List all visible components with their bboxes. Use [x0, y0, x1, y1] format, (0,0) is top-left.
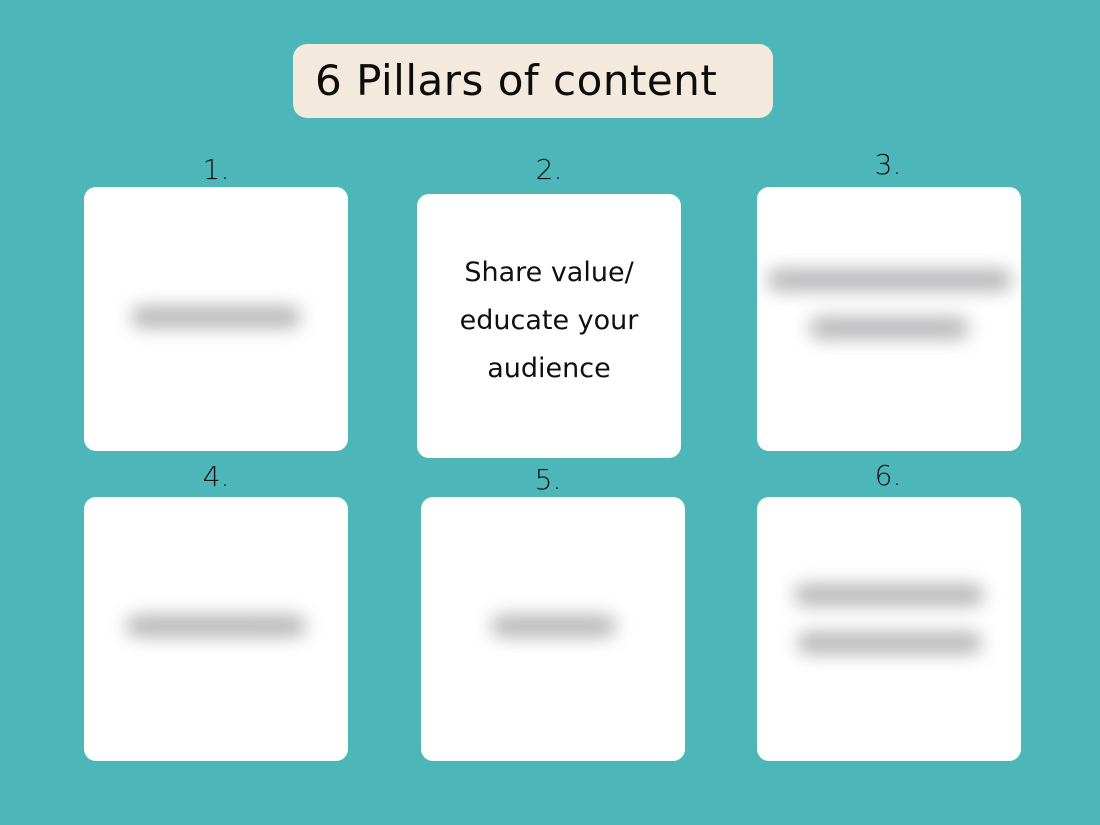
- pillar-card-4: [84, 497, 348, 761]
- pillar-card-1: [84, 187, 348, 451]
- pillar-number-4: 4.: [202, 460, 230, 493]
- pillar-card-5: [421, 497, 685, 761]
- pillar-text-2: Share value/ educate your audience: [459, 257, 639, 384]
- obscured-text: [131, 306, 301, 328]
- obscured-text: [490, 615, 616, 637]
- obscured-text: [126, 615, 306, 637]
- pillar-number-2: 2.: [535, 153, 563, 186]
- pillar-number-1: 1.: [202, 153, 230, 186]
- pillar-card-3: [757, 187, 1021, 451]
- pillar-card-6: [757, 497, 1021, 761]
- page-title: 6 Pillars of content: [315, 56, 718, 105]
- pillar-number-5: 5.: [534, 463, 562, 496]
- pillar-card-2: Share value/ educate your audience: [417, 194, 681, 458]
- obscured-text: [796, 632, 982, 654]
- title-banner: 6 Pillars of content: [293, 44, 773, 118]
- obscured-text: [766, 269, 1012, 291]
- pillar-number-3: 3.: [874, 148, 902, 181]
- obscured-text: [809, 317, 969, 339]
- pillar-number-6: 6.: [874, 459, 902, 492]
- obscured-text: [794, 584, 984, 606]
